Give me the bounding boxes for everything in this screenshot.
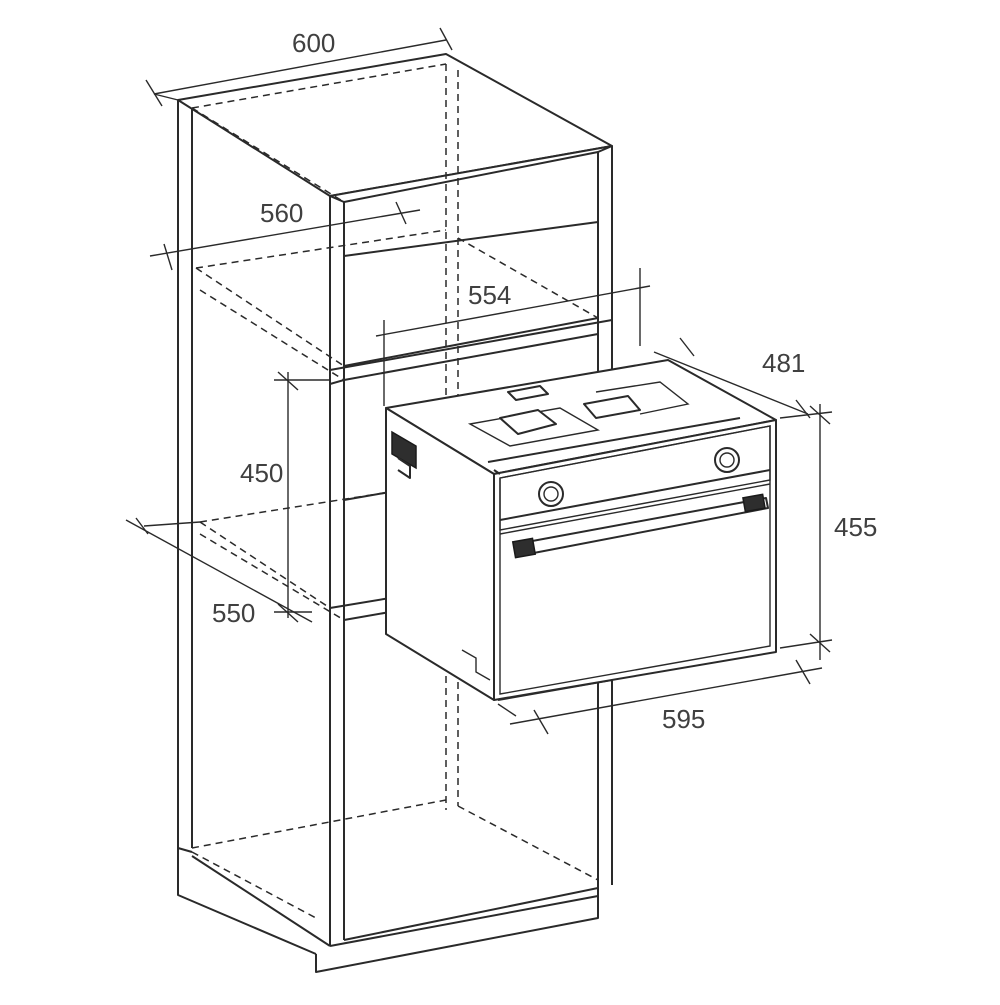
oven-top-vent-right [583,395,641,419]
ext-550-left [143,521,201,527]
oven-door-top-edge [499,483,771,535]
oven-top-rear-outline [595,381,690,415]
tick-550-left [135,517,149,535]
tall-cabinet [177,53,613,973]
hidden-bottom-right [457,805,599,881]
cabinet-bottom-front-edge [329,895,599,947]
upper-shelf-front [343,317,599,367]
dim-line-481 [653,351,809,415]
tick-450-bottom [277,603,299,623]
label-cabinet-width: 600 [292,28,335,58]
oven-control-panel [499,425,771,531]
cabinet-top-front-edge [329,145,613,203]
label-oven-depth: 481 [762,348,805,378]
label-oven-height: 455 [834,512,877,542]
cabinet-bottom-corner [177,847,193,853]
oven-front-face [493,419,777,701]
oven-knob-left[interactable] [538,481,564,507]
hidden-bottom-back [191,799,447,849]
oven-top-vent-left [499,409,557,435]
oven-top-front-trim [487,417,741,463]
ext-595-left [497,703,517,717]
label-niche-depth: 550 [212,598,255,628]
upper-shelf-thickness [329,370,345,385]
tick-455-top [809,405,831,425]
upper-shelf-under [343,333,599,381]
tick-595-right [795,659,811,685]
dim-line-550 [125,519,313,623]
hidden-lower-shelf-left-under [199,533,345,621]
upper-shelf-front-edge [329,319,613,371]
tick-481-left [679,337,695,357]
cabinet-plinth-front [315,880,599,973]
hidden-upper-shelf-right [457,237,599,319]
ext-455-bottom [779,639,833,649]
oven-top-front-corner [493,469,501,475]
handle-cap-right [742,493,766,513]
tick-455-bottom [809,633,831,653]
knob-right-outer [714,447,740,473]
dim-line-560 [149,209,421,257]
label-niche-width: 560 [260,198,303,228]
oven-knob-right[interactable] [714,447,740,473]
oven-rear-connector [461,649,491,681]
cabinet-top-panel [177,53,613,197]
label-niche-inner-width: 554 [468,280,511,310]
hidden-top-back [191,63,447,109]
hidden-upper-shelf-left-under [199,289,345,381]
tick-450-top [277,371,299,391]
ext-455-top [779,411,833,419]
dim-line-600 [153,39,447,95]
tick-560-left [163,243,173,271]
dim-line-554 [375,285,651,337]
tick-595-left [533,709,549,735]
hidden-lower-shelf-left [199,521,331,609]
knob-left-outer [538,481,564,507]
hidden-lower-shelf-back [199,491,391,523]
hidden-upper-shelf-left [195,267,345,367]
oven-side-bracket-tab [397,457,411,479]
dim-line-595 [509,667,823,725]
handle-cap-left [511,537,537,559]
cabinet-bottom-front [343,887,599,941]
oven-control-panel-lower-edge [499,469,771,521]
lower-shelf-front-edge [329,597,391,609]
oven-top-vent-rear [507,385,549,401]
oven-side-mount-bracket [391,430,417,470]
dimension-lines [125,27,833,735]
dimension-labels: 600 560 554 450 550 481 455 595 [212,28,877,734]
knob-left-inner [543,486,559,502]
label-niche-height: 450 [240,458,283,488]
hidden-top-left [191,107,345,203]
oven-door-handle[interactable] [511,493,769,559]
built-in-oven [385,359,777,701]
ext-600-left [153,93,179,101]
label-oven-width: 595 [662,704,705,734]
cabinet-plinth-left [177,848,317,955]
cabinet-bottom-left [191,855,331,947]
lower-shelf-under [343,611,391,621]
knob-right-inner [719,452,735,468]
tick-600-right [439,27,453,51]
tick-600-left [145,79,163,107]
tick-560-right [395,201,407,225]
upper-shelf-back [343,221,599,257]
hidden-upper-shelf-back [195,229,447,269]
